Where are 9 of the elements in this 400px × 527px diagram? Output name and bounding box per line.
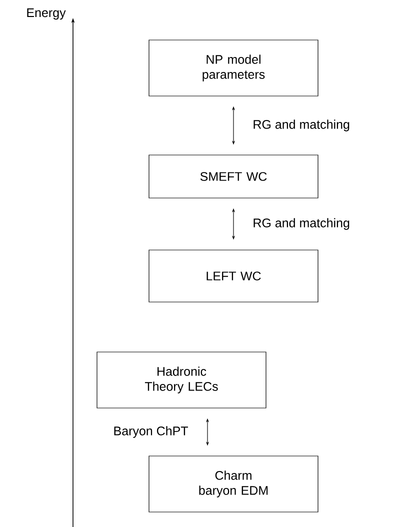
edge-label: Baryon ChPT bbox=[114, 426, 188, 438]
box: LEFT WC bbox=[148, 250, 318, 302]
edge-label: RG and matching bbox=[254, 120, 350, 132]
box: Hadronic Theory LECs bbox=[96, 352, 266, 408]
edge-label: RG and matching bbox=[254, 218, 350, 230]
box: SMEFT WC bbox=[148, 154, 318, 198]
axis-label: Energy bbox=[27, 8, 66, 20]
box: NP model parameters bbox=[148, 40, 318, 96]
box: Charm baryon EDM bbox=[148, 456, 318, 512]
